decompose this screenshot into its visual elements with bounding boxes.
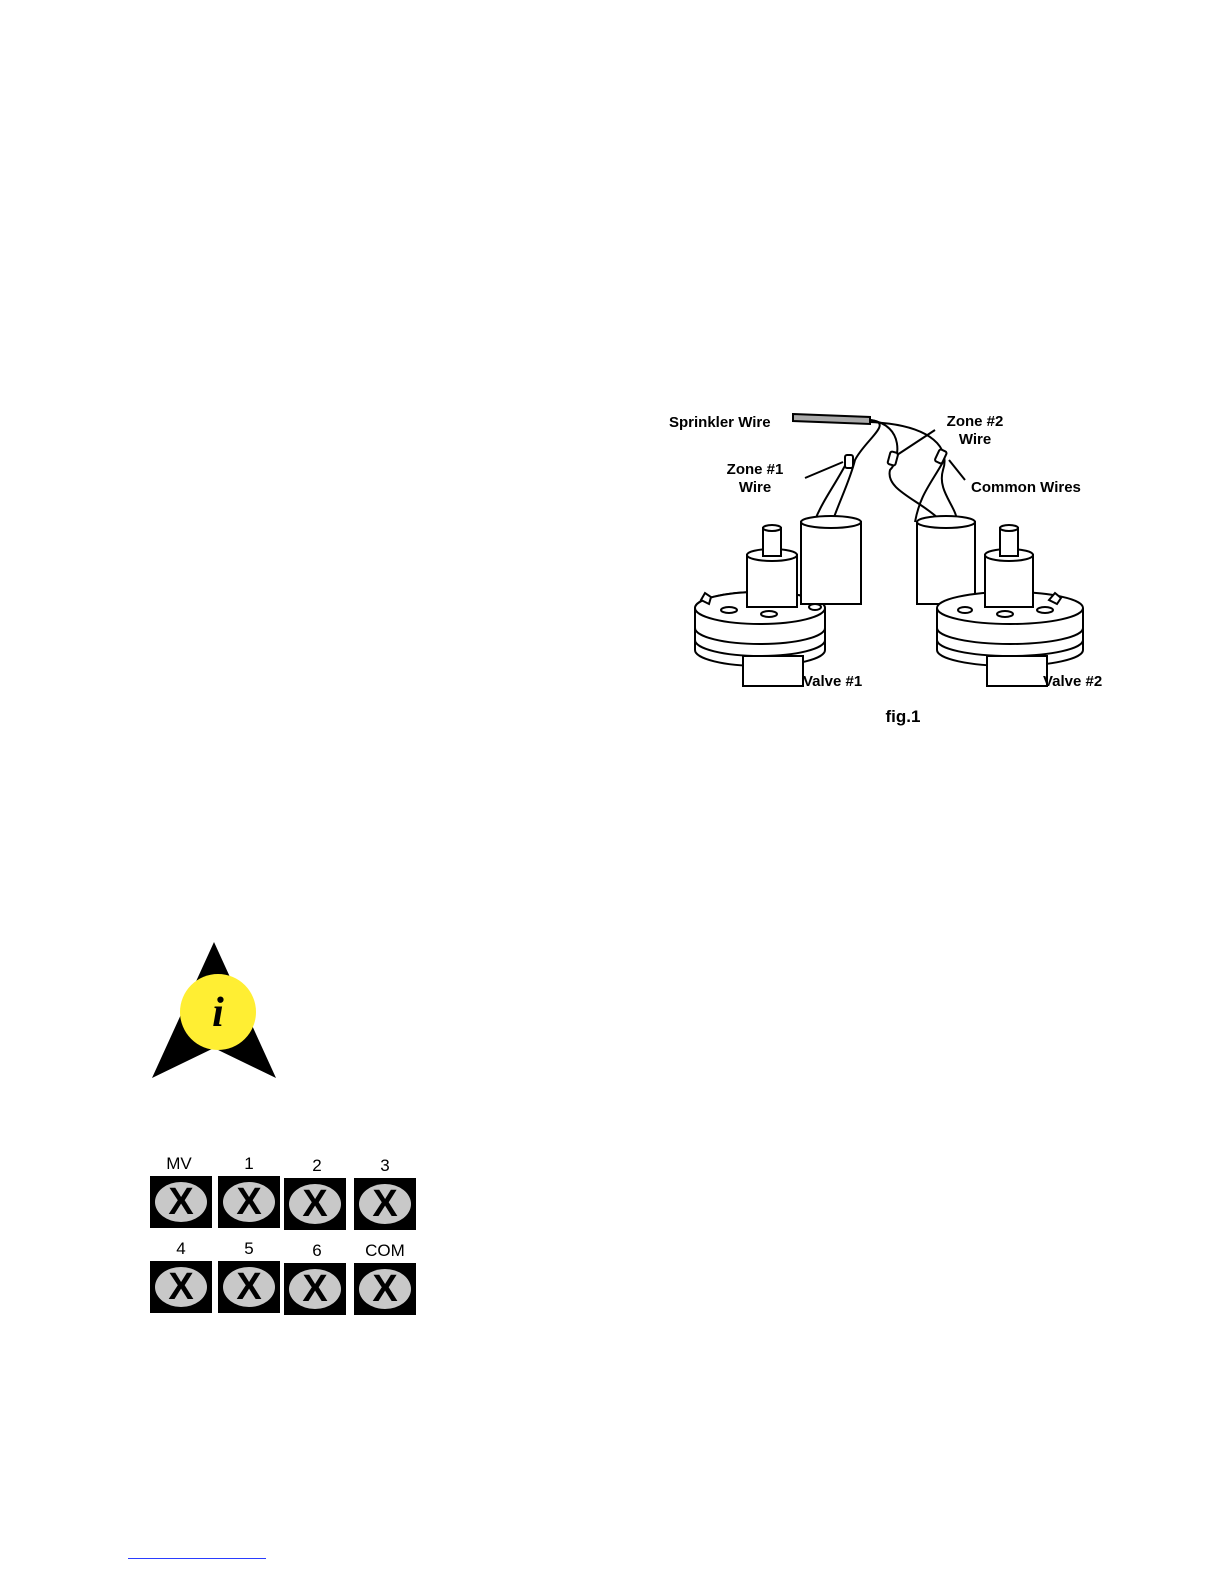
terminal-screw-icon: X [150, 1261, 212, 1313]
info-glyph: i [212, 990, 224, 1036]
zone1-wire-label-line1: Zone #1 [727, 461, 784, 478]
zone1-wire-label-line2: Wire [739, 479, 771, 496]
zone2-wire-label-line1: Zone #2 [947, 413, 1004, 430]
valve2-label: Valve #2 [1043, 673, 1102, 690]
terminal-screw-icon: X [354, 1178, 416, 1230]
zone1-wire-line [833, 420, 880, 520]
terminal-strip: MV 1 2 3 X X X X 4 5 6 COM X X X X [148, 1150, 420, 1320]
valve1-label: Valve #1 [803, 673, 862, 690]
common-wires-label: Common Wires [971, 479, 1081, 496]
valve-2 [917, 516, 1083, 686]
zone2-pointer [897, 430, 935, 455]
figure-caption: fig.1 [886, 707, 921, 726]
terminal-label-2: 2 [286, 1156, 348, 1176]
terminal-label-1: 1 [218, 1154, 280, 1174]
terminal-label-5: 5 [218, 1239, 280, 1259]
terminal-screw-icon: X [218, 1261, 280, 1313]
sprinkler-wire-label: Sprinkler Wire [669, 414, 771, 431]
terminal-5[interactable]: X [218, 1261, 280, 1313]
terminal-mv[interactable]: X [150, 1176, 212, 1228]
terminal-screw-icon: X [284, 1178, 346, 1230]
footnote-separator [128, 1558, 266, 1559]
info-arrow-icon: i [148, 940, 280, 1082]
terminal-label-com: COM [354, 1241, 416, 1261]
terminal-3[interactable]: X [354, 1178, 416, 1230]
terminal-6[interactable]: X [284, 1263, 346, 1315]
terminal-com[interactable]: X [354, 1263, 416, 1315]
common-lead [915, 462, 943, 522]
terminal-2[interactable]: X [284, 1178, 346, 1230]
zone2-wire-nut [887, 451, 898, 466]
zone2-wire-line [870, 420, 940, 520]
zone2-wire-label-line2: Wire [959, 431, 991, 448]
terminal-label-4: 4 [150, 1239, 212, 1259]
terminal-label-6: 6 [286, 1241, 348, 1261]
common-wire-line [870, 422, 957, 520]
sprinkler-wire-bundle [793, 414, 870, 424]
terminal-screw-icon: X [284, 1263, 346, 1315]
valve-1 [695, 516, 861, 686]
zone1-wire-nut [845, 455, 853, 468]
terminal-label-mv: MV [148, 1154, 210, 1174]
terminal-screw-icon: X [150, 1176, 212, 1228]
terminal-1[interactable]: X [218, 1176, 280, 1228]
terminal-screw-icon: X [354, 1263, 416, 1315]
valve-wiring-figure: Sprinkler Wire Zone #2 Wire Zone #1 Wire… [665, 400, 1125, 735]
terminal-screw-icon: X [218, 1176, 280, 1228]
zone1-pointer [805, 462, 843, 478]
terminal-label-3: 3 [354, 1156, 416, 1176]
terminal-4[interactable]: X [150, 1261, 212, 1313]
common-pointer [949, 460, 965, 480]
